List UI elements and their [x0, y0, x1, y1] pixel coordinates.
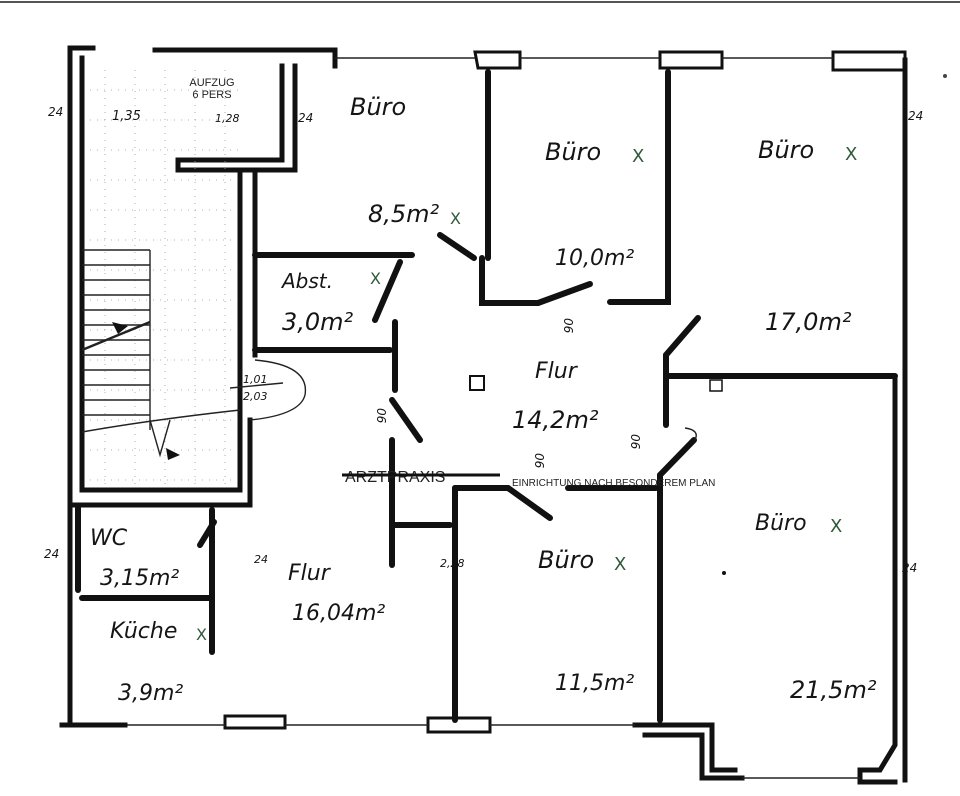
- lift-label-1: AUFZUG: [189, 77, 234, 89]
- room-area-buero-top-left: 8,5m²: [368, 200, 440, 228]
- column-symbol: [469, 375, 485, 391]
- dim-24-lift: 24: [298, 111, 313, 125]
- dim-24-wc: 24: [254, 553, 268, 566]
- mark-kueche: X: [196, 625, 207, 644]
- banner-left: ARZTPRAXIS: [345, 469, 445, 486]
- room-name-abst: Abst.: [280, 269, 333, 293]
- interior-walls: [75, 69, 898, 723]
- dim-stair: 2,28: [440, 557, 465, 570]
- wall-thickness-marks: 24 24 24 24 24 24: [44, 105, 923, 575]
- mark-top-left: X: [450, 209, 461, 228]
- room-area-kueche: 3,9m²: [118, 681, 183, 706]
- dim-door-1: 1,01: [243, 373, 268, 386]
- room-area-wc: 3,15m²: [100, 566, 179, 591]
- room-area-abst: 3,0m²: [282, 308, 354, 336]
- room-labels: Büro 8,5m² X Büro X 10,0m² Büro X 17,0m²…: [90, 93, 877, 706]
- outer-walls: [59, 45, 908, 785]
- room-area-flur-low: 16,04m²: [292, 601, 385, 626]
- room-area-buero-top-right: 17,0m²: [765, 308, 852, 336]
- room-name-buero-top-mid: Büro: [545, 138, 601, 166]
- room-name-buero-low-mid: Büro: [538, 546, 594, 574]
- room-name-kueche: Küche: [110, 619, 177, 644]
- dim-a: 1,35: [112, 109, 141, 124]
- lift-label-2: 6 PERS: [192, 89, 231, 101]
- room-name-buero-low-right: Büro: [755, 511, 807, 536]
- dim-24-left-bottom: 24: [44, 547, 59, 561]
- mark-low-right: X: [830, 516, 842, 537]
- room-name-buero-top-right: Büro: [758, 136, 814, 164]
- dim-24-right-top: 24: [908, 109, 923, 123]
- room-name-flur-mid: Flur: [535, 359, 579, 384]
- door-note-3: 06: [628, 434, 642, 450]
- room-area-buero-top-mid: 10,0m²: [555, 246, 634, 271]
- mark-abst: X: [370, 269, 381, 288]
- door-note-1: 06: [561, 318, 575, 334]
- dim-24-left-top: 24: [48, 105, 63, 119]
- dim-b: 1,28: [215, 112, 240, 125]
- stair-core: [67, 63, 298, 508]
- door-note-2: 06: [374, 408, 388, 424]
- mark-top-mid: X: [632, 146, 644, 167]
- room-area-flur-mid: 14,2m²: [512, 406, 599, 434]
- column-symbol-2: [709, 379, 723, 392]
- room-area-buero-low-mid: 11,5m²: [555, 671, 634, 696]
- door-note-4: 06: [532, 453, 546, 469]
- room-area-buero-low-right: 21,5m²: [790, 676, 877, 704]
- room-name-wc: WC: [90, 526, 128, 551]
- dim-door-2: 2,03: [243, 390, 268, 403]
- banner-right: EINRICHTUNG NACH BESONDEREM PLAN: [512, 478, 715, 489]
- room-name-buero-top-left: Büro: [350, 93, 406, 121]
- room-name-flur-low: Flur: [288, 561, 332, 586]
- dim-24-right-bottom: 24: [902, 561, 917, 575]
- mark-low-mid: X: [614, 554, 626, 575]
- mark-top-right: X: [845, 144, 857, 165]
